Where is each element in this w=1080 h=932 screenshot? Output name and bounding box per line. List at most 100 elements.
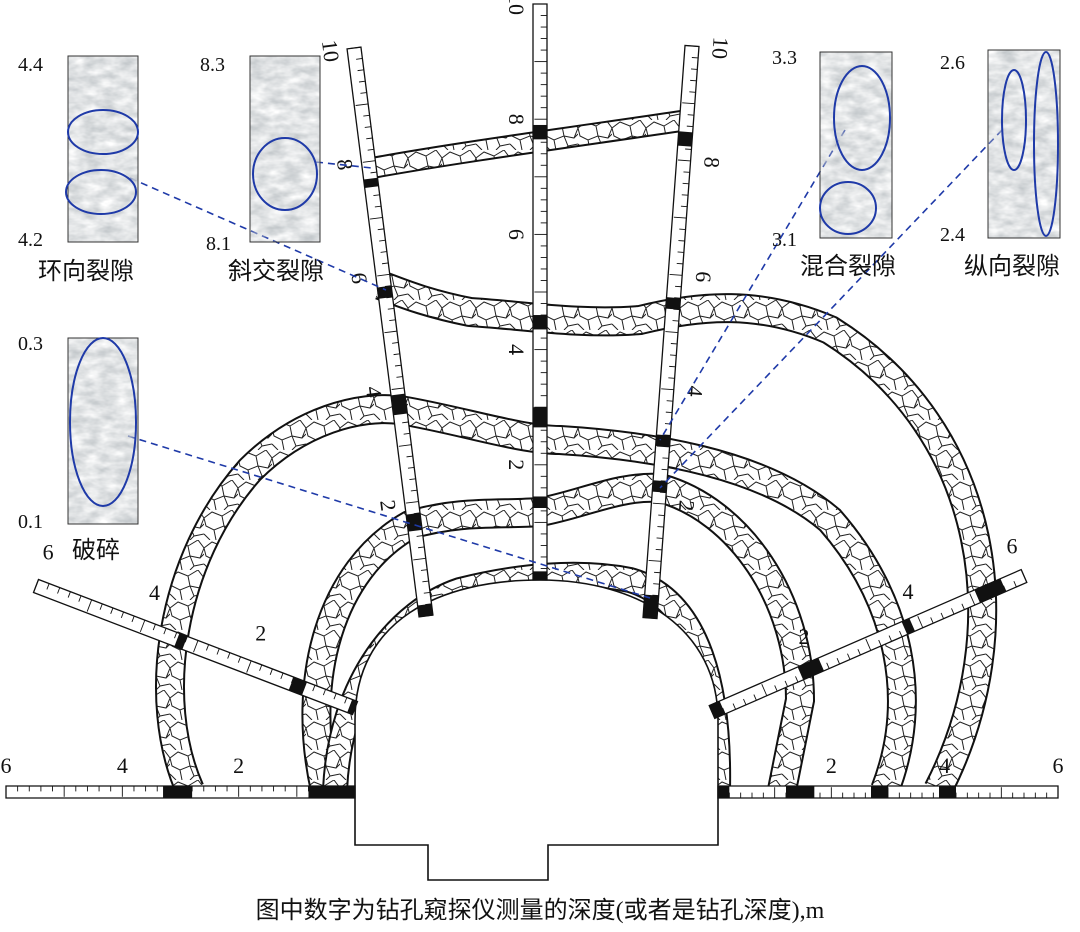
ruler-tick: [669, 273, 683, 276]
fracture-marker: [655, 434, 671, 447]
ruler-tick: [380, 251, 387, 253]
ruler-tick: [423, 591, 431, 594]
photo-label: 混合裂隙: [800, 253, 896, 280]
ruler-tick: [355, 103, 369, 106]
ruler-label: 6: [346, 271, 372, 285]
ruler-tick: [205, 644, 210, 651]
ruler-label: 10: [707, 36, 734, 60]
tunnel-floor-outline: [354, 790, 719, 881]
ruler-tick: [269, 668, 273, 675]
ruler-label: 8: [504, 114, 529, 125]
ruler-tick: [360, 92, 367, 94]
ruler-tick: [370, 171, 377, 174]
ruler-tick: [216, 648, 220, 655]
fracture-ellipse: [1033, 51, 1059, 237]
ruler-label: 6: [43, 539, 54, 564]
fracture-marker: [939, 786, 956, 798]
ruler-tick: [86, 599, 93, 612]
photo-top-depth: 2.6: [940, 52, 965, 74]
ruler-tick: [753, 694, 757, 701]
photo-top-depth: 8.3: [200, 54, 225, 76]
photo-top-depth: 4.4: [18, 54, 43, 76]
ruler-label: 8: [699, 156, 725, 169]
ruler-tick: [784, 680, 789, 687]
ruler-label: 4: [117, 753, 128, 778]
photo-bottom-depth: 0.1: [18, 511, 43, 533]
ruler-label: 2: [504, 459, 529, 470]
ruler-label: 6: [1007, 534, 1018, 559]
ruler-tick: [333, 693, 337, 700]
ruler-tick: [899, 630, 903, 637]
fracture-marker: [533, 496, 547, 508]
photo-label: 破碎: [72, 537, 120, 564]
ruler-tick: [367, 148, 374, 151]
ruler-tick: [420, 569, 428, 571]
ruler-tick: [387, 307, 395, 310]
ruler-tick: [865, 638, 872, 651]
ruler-tick: [969, 593, 976, 606]
ruler-tick: [677, 159, 691, 162]
ruler-tick: [358, 80, 366, 83]
fracture-marker: [533, 407, 547, 428]
ruler-tick: [857, 648, 861, 656]
ruler-label: 2: [826, 753, 837, 778]
ruler-tick: [836, 658, 841, 665]
fracture-marker: [288, 677, 307, 696]
fracture-marker: [363, 177, 379, 189]
photo-link-lines: [127, 129, 1003, 599]
ruler-tick: [377, 273, 390, 277]
ruler-tick: [940, 612, 945, 619]
ruler-tick: [413, 557, 426, 561]
fracture-marker: [533, 315, 547, 330]
ruler-tick: [174, 632, 178, 639]
ruler-tick: [826, 662, 830, 669]
fracture-marker: [163, 786, 193, 798]
ruler-tick: [878, 639, 882, 647]
ruler-label: 6: [691, 270, 717, 283]
ruler-tick: [686, 45, 700, 47]
ruler-tick: [120, 611, 124, 619]
photo-top-depth: 3.3: [772, 47, 797, 69]
photo-bottom-depth: 4.2: [18, 229, 43, 251]
photo-top-depth: 0.3: [18, 333, 43, 355]
ruler-tick: [369, 217, 383, 220]
fracture-marker: [533, 571, 547, 580]
fracture-ellipse: [1001, 69, 1027, 171]
ruler-tick: [33, 579, 39, 592]
ruler-label: 6: [504, 229, 529, 240]
fracture-ellipse: [69, 337, 137, 507]
ruler-tick: [951, 608, 955, 615]
photo-circumferential: 4.4 4.2 环向裂隙: [18, 54, 139, 285]
right-oblique-ruler: 246: [708, 534, 1028, 720]
fracture-marker: [377, 285, 393, 299]
ruler-tick: [364, 126, 372, 128]
ruler-tick: [656, 445, 670, 448]
ruler-tick: [46, 583, 50, 590]
photo-bottom-depth: 8.1: [206, 233, 231, 255]
ruler-label: 4: [149, 580, 160, 605]
ruler-label: 4: [682, 385, 708, 398]
fracture-marker: [533, 124, 547, 140]
ruler-tick: [379, 239, 386, 242]
ruler-tick: [322, 689, 327, 696]
photo-broken: 0.3 0.1 破碎: [18, 333, 139, 564]
ruler-tick: [930, 617, 934, 624]
ruler-tick: [409, 478, 416, 481]
ruler-tick: [396, 376, 403, 378]
photo-bottom-depth: 2.4: [940, 224, 965, 246]
ruler-label: 4: [504, 344, 529, 355]
ruler-tick: [406, 455, 413, 458]
ruler-tick: [362, 160, 376, 163]
ruler-label: 10: [317, 38, 345, 63]
ruler-tick: [57, 587, 61, 594]
ruler-tick: [78, 595, 82, 602]
ruler-tick: [847, 653, 851, 660]
photo-oblique: 8.3 8.1 斜交裂隙: [200, 54, 324, 285]
ruler-tick: [131, 615, 135, 623]
ruler-tick: [417, 546, 425, 549]
ruler-tick: [761, 684, 768, 696]
